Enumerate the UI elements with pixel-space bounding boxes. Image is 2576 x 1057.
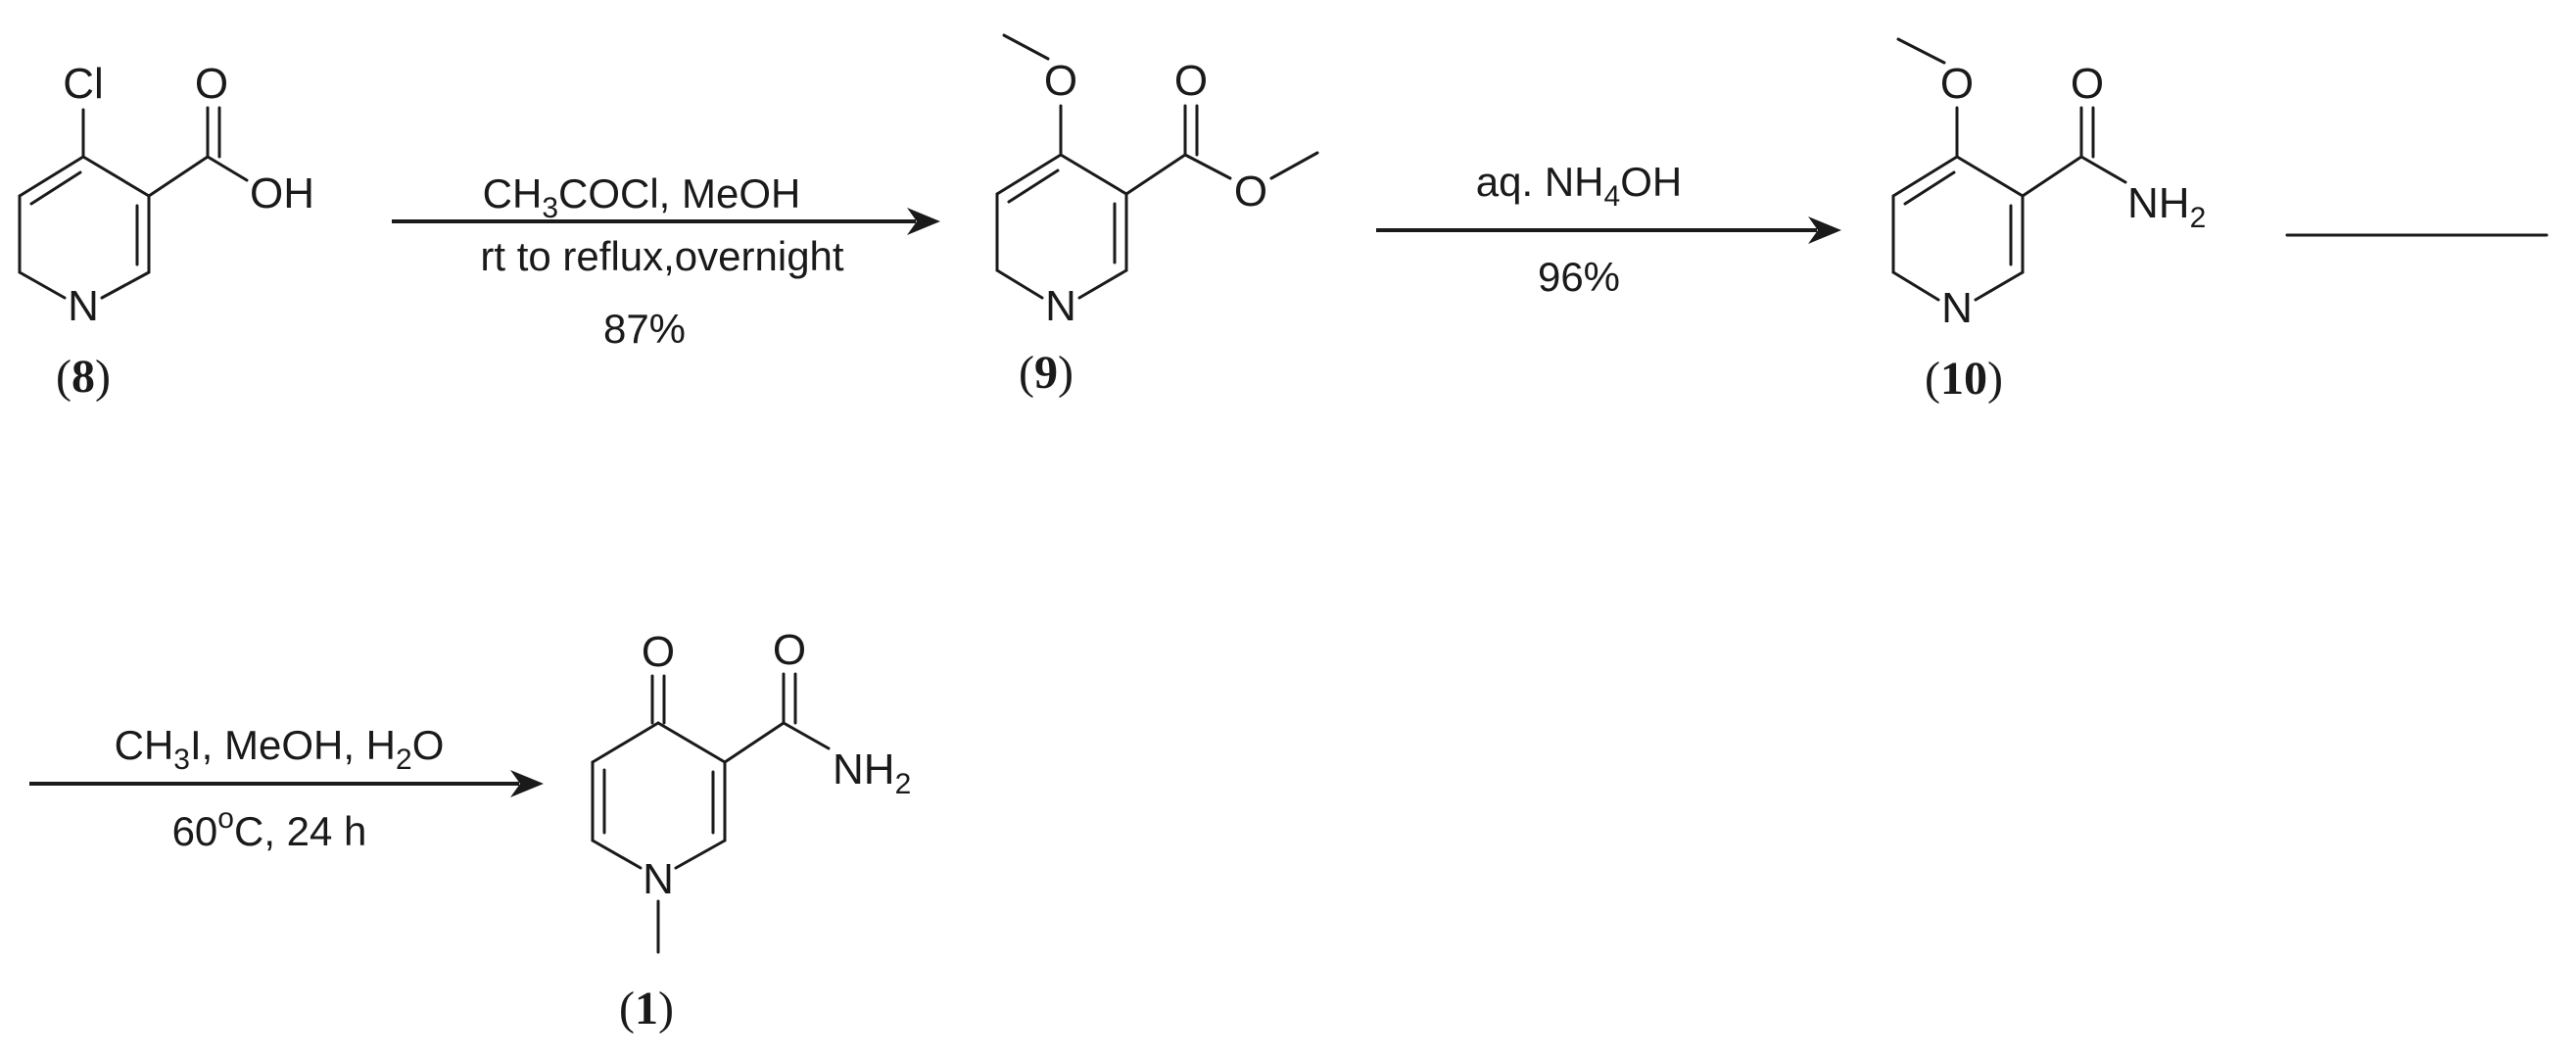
- compound-10-structure: [1891, 37, 2549, 302]
- compound-1-label: (1): [619, 983, 674, 1034]
- reaction-arrow-2: [1376, 216, 1841, 244]
- compound-1-carbonyl-o-label: O: [773, 626, 806, 674]
- step3-reagents: CH3I, MeOH, H2O: [115, 722, 445, 776]
- compound-10-carbonyl-o-label: O: [2071, 60, 2104, 108]
- step2-yield: 96%: [1538, 254, 1620, 300]
- compound-8-ring-n-label: N: [68, 282, 99, 330]
- reaction-arrow-3: [29, 770, 544, 797]
- compound-9-carbonyl-o-label: O: [1174, 57, 1208, 105]
- compound-8-label: (8): [56, 351, 111, 403]
- compound-9-ring-n-label: N: [1045, 282, 1076, 330]
- compound-8-carbonyl-o-label: O: [195, 60, 228, 108]
- compound-1-ring-n-label: N: [643, 855, 674, 903]
- compound-10-label: (10): [1925, 353, 2003, 405]
- compound-1-amide-label: NH2: [833, 745, 911, 800]
- reaction-arrow-1: [392, 208, 940, 235]
- compound-9-structure: [995, 33, 1319, 300]
- compound-8-hydroxyl-label: OH: [250, 169, 314, 217]
- step1-conditions: rt to reflux,overnight: [480, 233, 844, 279]
- compound-10-amide-label: NH2: [2127, 179, 2206, 234]
- compound-9-ether-o-label: O: [1044, 57, 1077, 105]
- step2-reagents: aq. NH4OH: [1476, 159, 1682, 213]
- compound-9-label: (9): [1019, 347, 1073, 399]
- compound-10-ring-n-label: N: [1941, 284, 1973, 332]
- step3-conditions: 60oC, 24 h: [172, 802, 367, 854]
- compound-1-ketone-o-label: O: [642, 628, 675, 676]
- compound-8-structure: [18, 106, 249, 300]
- compound-1-structure: [591, 672, 831, 954]
- compound-10-ether-o-label: O: [1940, 60, 1974, 108]
- compound-9-ester-o-label: O: [1234, 168, 1267, 216]
- step1-yield: 87%: [603, 306, 686, 352]
- compound-8-cl-label: Cl: [63, 60, 104, 108]
- step1-reagents: CH3COCl, MeOH: [483, 170, 801, 224]
